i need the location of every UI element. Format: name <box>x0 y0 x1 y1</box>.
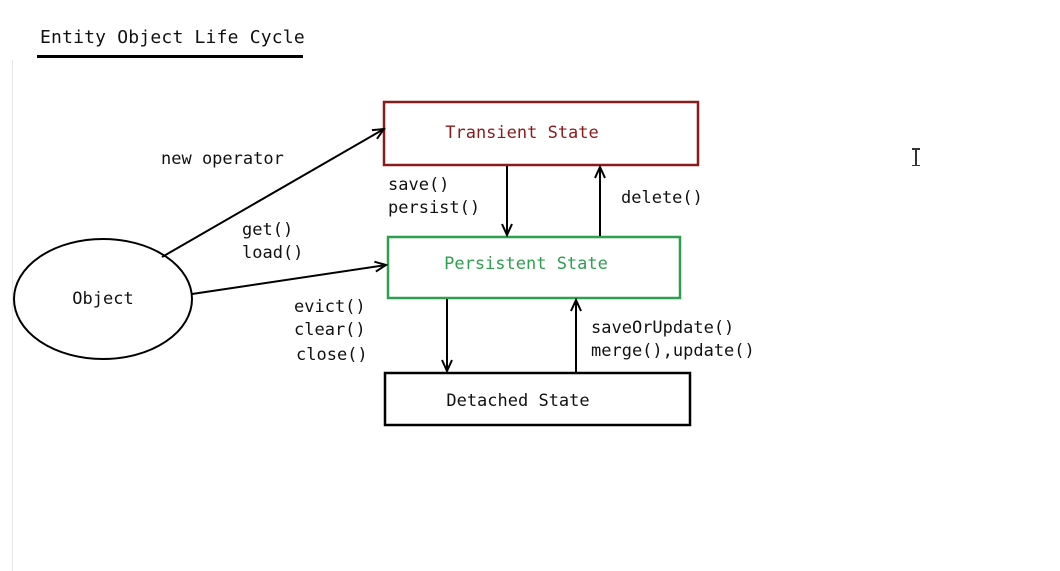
transient-state-label: Transient State <box>445 123 599 143</box>
persistent-state-node <box>386 235 682 300</box>
page-margin-line <box>12 60 13 571</box>
page-title: Entity Object Life Cycle <box>40 27 305 48</box>
edge-label-load: load() <box>242 243 304 263</box>
arrow-object-to-persistent <box>191 265 386 295</box>
edge-label-delete: delete() <box>621 188 703 208</box>
edge-label-clear: clear() <box>294 320 366 340</box>
object-node <box>13 238 193 360</box>
transient-state-node <box>382 100 700 167</box>
object-node-label: Object <box>72 289 134 309</box>
arrow-object-to-transient <box>161 129 384 258</box>
detached-state-label: Detached State <box>446 391 590 411</box>
edge-label-persist: persist() <box>388 198 481 218</box>
title-underline <box>37 55 303 58</box>
persistent-state-label: Persistent State <box>444 254 608 274</box>
text-cursor-icon <box>911 148 921 166</box>
edge-label-new-operator: new operator <box>161 149 284 169</box>
edge-label-get: get() <box>242 220 294 240</box>
edge-label-merge-update: merge(),update() <box>591 341 755 361</box>
edge-label-close: close() <box>296 345 368 365</box>
detached-state-node <box>383 371 692 427</box>
edge-label-save-or-update: saveOrUpdate() <box>591 318 735 338</box>
edge-label-save: save() <box>388 175 450 195</box>
edge-label-evict: evict() <box>294 297 366 317</box>
